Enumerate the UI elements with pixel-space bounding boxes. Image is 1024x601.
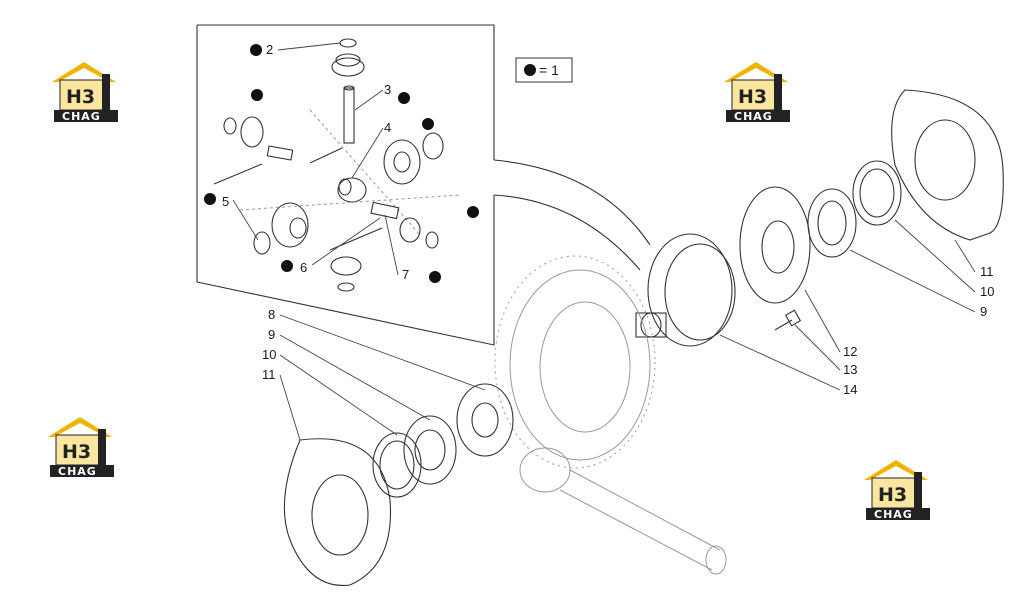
logo-mark: H3 <box>878 484 907 506</box>
callout-number: 10 <box>980 284 994 299</box>
shim-left <box>372 432 422 498</box>
reference-dot-icon <box>398 92 410 104</box>
ring-gear <box>494 255 656 469</box>
flange-plate <box>739 186 811 304</box>
callout-number: 14 <box>843 382 857 397</box>
bearing-right <box>807 188 857 258</box>
callout-labels: 2 3 4 5 6 7 8 9 10 11 9 10 11 12 13 14 <box>222 42 994 397</box>
callout-number: 10 <box>262 347 276 362</box>
logo-word: CHAG <box>62 110 101 123</box>
callout-number: 11 <box>980 264 994 279</box>
flange-left <box>456 383 514 457</box>
callout-number: 12 <box>843 344 857 359</box>
reference-dot-icon <box>204 193 216 205</box>
callout-number: 7 <box>402 267 409 282</box>
reference-dots <box>204 44 479 283</box>
reference-dot-icon <box>429 271 441 283</box>
logo-word: CHAG <box>58 465 97 478</box>
shim-right <box>852 160 902 226</box>
pinion-shaft <box>519 447 727 575</box>
callout-number: 6 <box>300 260 307 275</box>
reference-dot-icon <box>281 260 293 272</box>
callout-number: 4 <box>384 120 391 135</box>
callout-number: 2 <box>266 42 273 57</box>
spider-gears <box>213 38 461 292</box>
callout-number: 9 <box>268 327 275 342</box>
housing-cover-left <box>283 438 392 586</box>
housing-cover-right <box>891 89 1004 241</box>
callout-number: 8 <box>268 307 275 322</box>
logo-word: CHAG <box>874 508 913 521</box>
legend-dot-icon <box>524 64 536 76</box>
logo-word: CHAG <box>734 110 773 123</box>
logo-mark: H3 <box>738 86 767 108</box>
logo-mark: H3 <box>62 441 91 463</box>
legend-text: = 1 <box>539 62 559 78</box>
callout-number: 5 <box>222 194 229 209</box>
callout-number: 9 <box>980 304 987 319</box>
legend: = 1 <box>515 57 573 83</box>
callout-number: 13 <box>843 362 857 377</box>
differential-case <box>635 233 736 347</box>
logo-mark: H3 <box>66 86 95 108</box>
inset-box <box>196 24 651 346</box>
reference-dot-icon <box>422 118 434 130</box>
leader-lines <box>232 42 976 441</box>
reference-dot-icon <box>467 206 479 218</box>
reference-dot-icon <box>251 89 263 101</box>
callout-number: 11 <box>262 367 276 382</box>
reference-dot-icon <box>250 44 262 56</box>
bolt <box>774 309 802 331</box>
callout-number: 3 <box>384 82 391 97</box>
bearing-left <box>403 415 457 485</box>
